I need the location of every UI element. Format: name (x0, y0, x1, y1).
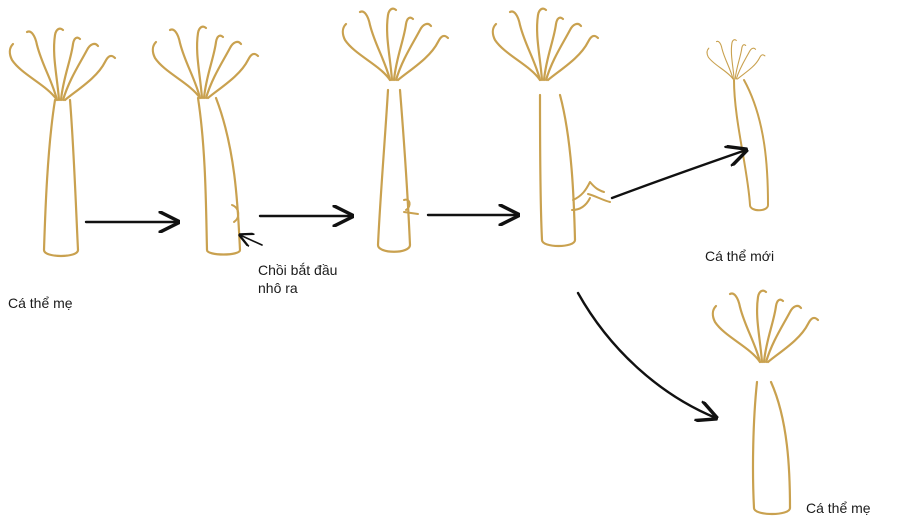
arrows (86, 150, 746, 418)
label-new-individual: Cá thể mới (705, 248, 774, 266)
hydra-bud-start (153, 27, 258, 255)
label-bud-start-line1: Chồi bắt đầu (258, 262, 337, 280)
label-bud-start: Chồi bắt đầu nhô ra (258, 262, 337, 297)
label-parent-after: Cá thể mẹ (806, 500, 871, 518)
label-parent: Cá thể mẹ (8, 295, 73, 313)
label-bud-start-line2: nhô ra (258, 280, 337, 298)
arrow-to-new (612, 150, 746, 198)
hydra-parent-after (713, 291, 818, 514)
pointer-arrow-bud (240, 235, 262, 245)
arrow-to-parent (578, 293, 716, 418)
hydra-new-individual (707, 40, 768, 211)
hydra-bud-developed (493, 9, 610, 246)
